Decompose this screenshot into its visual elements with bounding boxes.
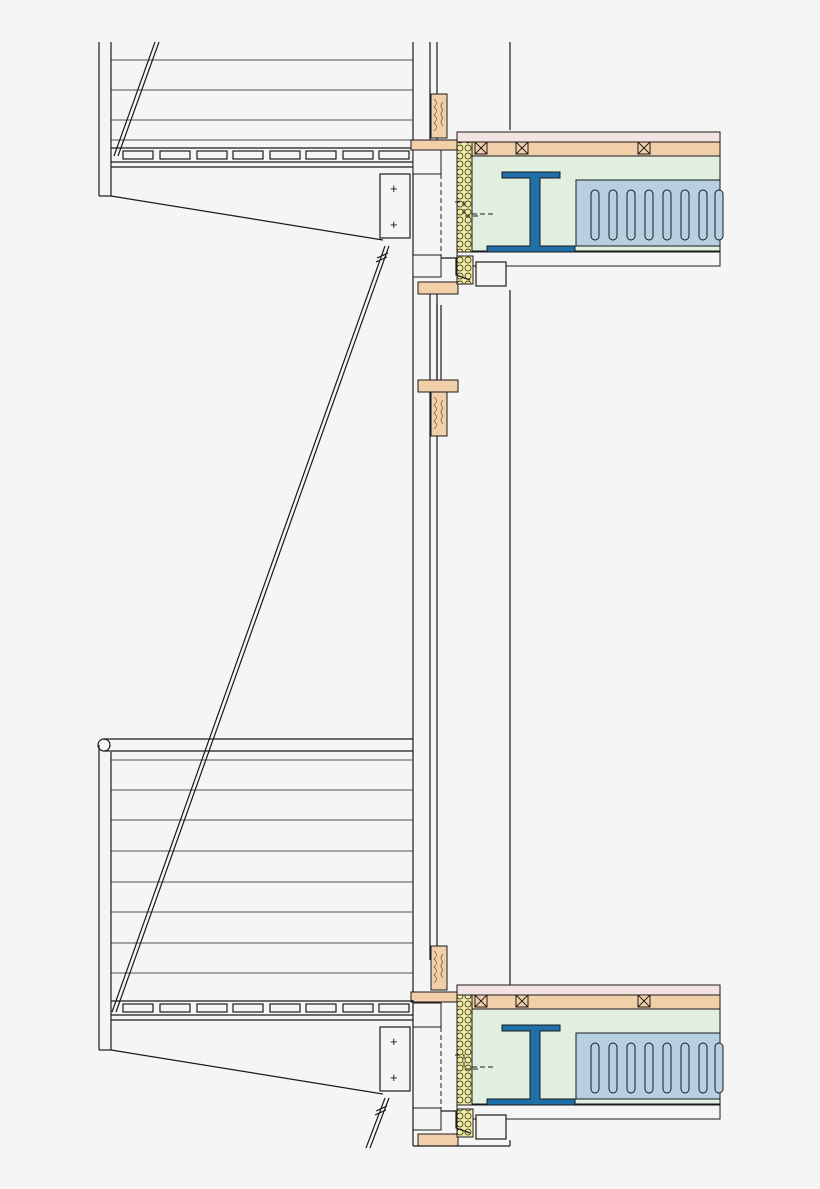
svg-text:+: + bbox=[390, 181, 398, 196]
svg-text:+: + bbox=[390, 217, 398, 232]
lower-floor-edge bbox=[412, 984, 724, 1147]
steel-tie-rod bbox=[111, 245, 390, 1013]
upper-floor-edge bbox=[412, 131, 724, 287]
lower-balcony: + + bbox=[97, 738, 413, 1149]
svg-text:+: + bbox=[390, 1070, 398, 1085]
timber-blocking bbox=[410, 93, 459, 1147]
svg-text:+: + bbox=[390, 1034, 398, 1049]
upper-balcony: + + bbox=[98, 41, 414, 241]
